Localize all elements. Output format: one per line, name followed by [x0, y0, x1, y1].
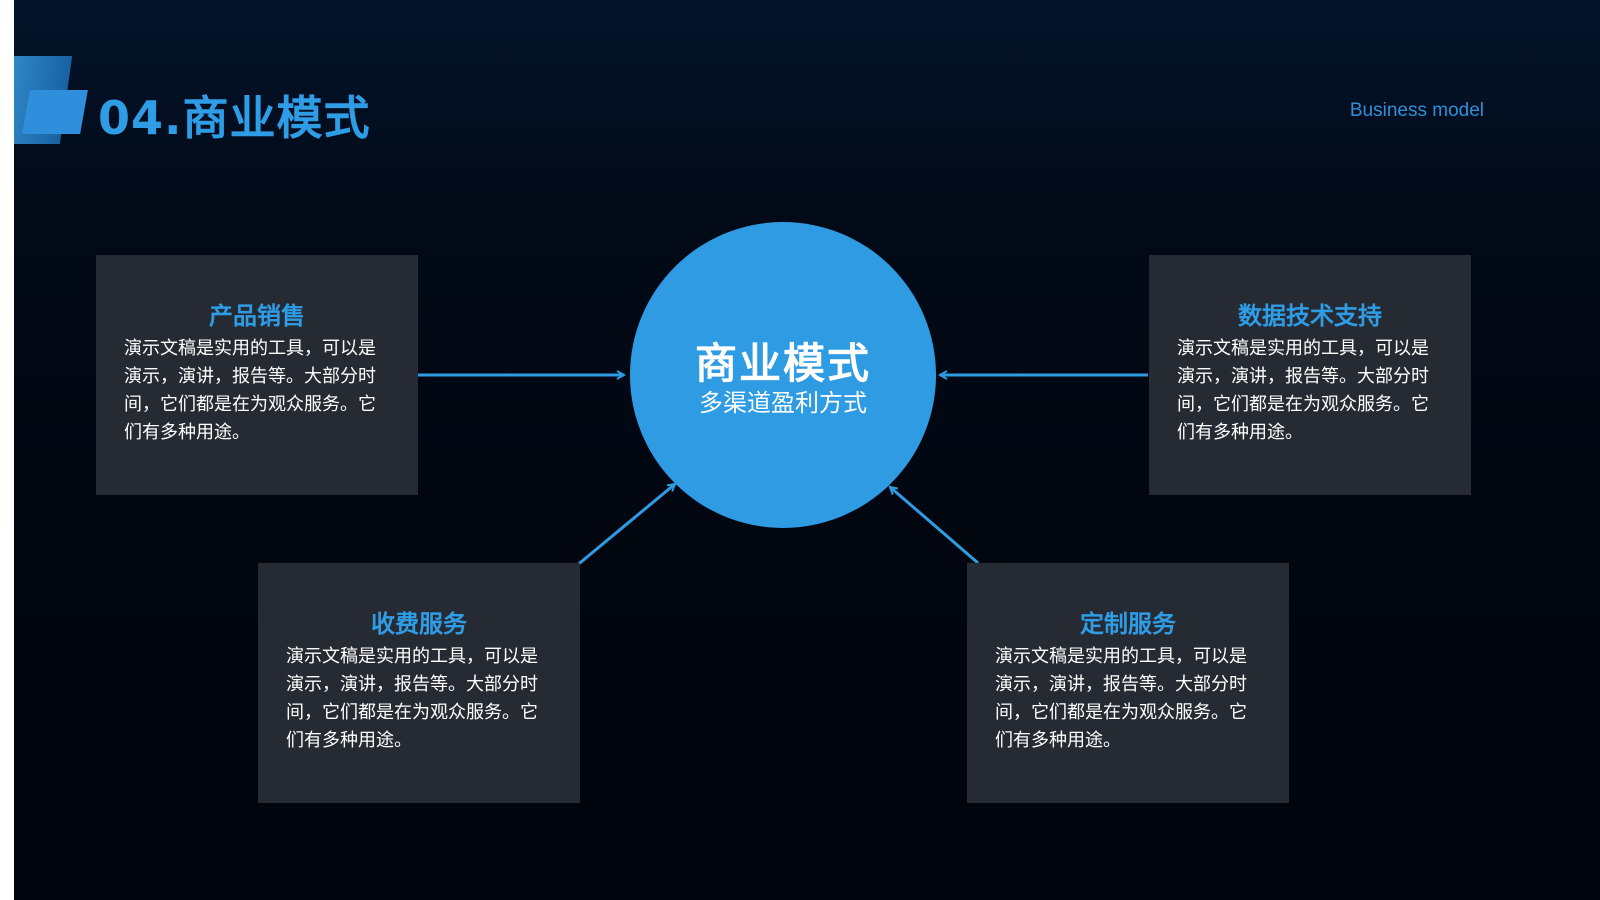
center-circle: 商业模式 多渠道盈利方式	[630, 222, 936, 528]
arrow-bottom-left	[574, 484, 675, 569]
card-text: 演示文稿是实用的工具，可以是演示，演讲，报告等。大部分时间，它们都是在为观众服务…	[124, 338, 376, 443]
page-subtitle: Business model	[1349, 100, 1484, 121]
card-custom-service: 定制服务 演示文稿是实用的工具，可以是演示，演讲，报告等。大部分时间，它们都是在…	[967, 563, 1289, 803]
card-text: 演示文稿是实用的工具，可以是演示，演讲，报告等。大部分时间，它们都是在为观众服务…	[995, 646, 1247, 751]
arrow-bottom-right	[890, 487, 979, 565]
center-title: 商业模式	[694, 339, 871, 388]
card-text: 演示文稿是实用的工具，可以是演示，演讲，报告等。大部分时间，它们都是在为观众服务…	[1177, 338, 1429, 443]
slide: 04.商业模式 Business model 商业模式 多渠道盈利方式 产品销售…	[14, 0, 1600, 900]
card-data-tech-support: 数据技术支持 演示文稿是实用的工具，可以是演示，演讲，报告等。大部分时间，它们都…	[1149, 255, 1471, 495]
card-title: 数据技术支持	[1238, 302, 1382, 330]
card-text: 演示文稿是实用的工具，可以是演示，演讲，报告等。大部分时间，它们都是在为观众服务…	[286, 646, 538, 751]
card-paid-service: 收费服务 演示文稿是实用的工具，可以是演示，演讲，报告等。大部分时间，它们都是在…	[258, 563, 580, 803]
card-product-sales: 产品销售 演示文稿是实用的工具，可以是演示，演讲，报告等。大部分时间，它们都是在…	[96, 255, 418, 495]
card-title: 产品销售	[209, 302, 305, 330]
card-title: 定制服务	[1080, 610, 1176, 638]
connector-arrows	[418, 0, 1148, 569]
card-title: 收费服务	[371, 610, 467, 638]
center-subtitle: 多渠道盈利方式	[699, 389, 867, 417]
page-title: 04.商业模式	[98, 91, 371, 145]
